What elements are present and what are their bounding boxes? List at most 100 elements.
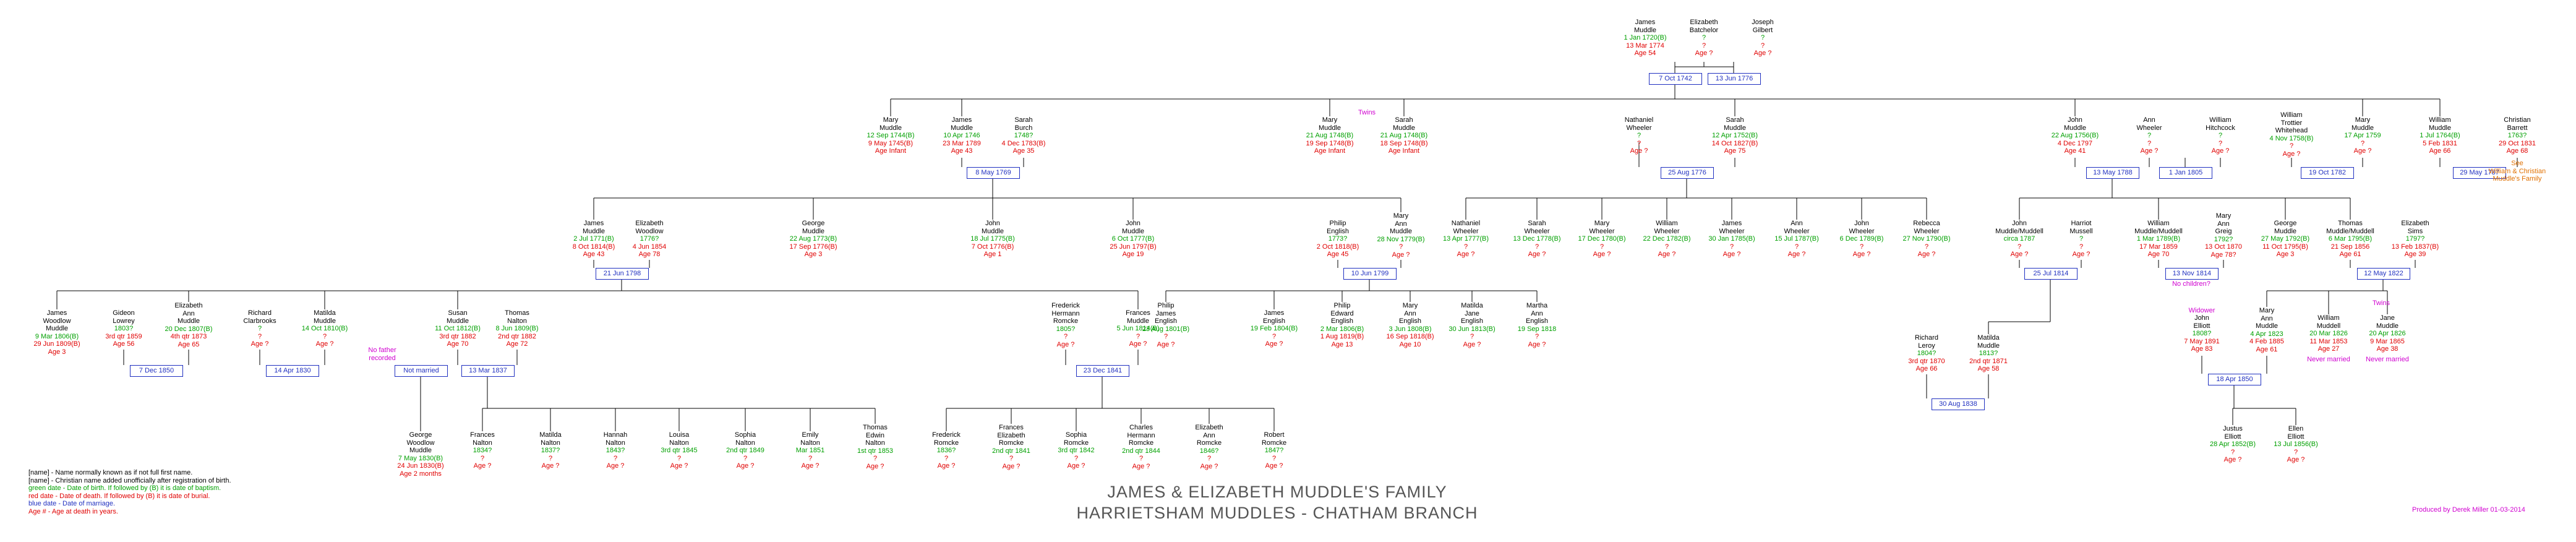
person-name: Sarah Muddle [1392, 116, 1416, 132]
death-date: 13 Feb 1837(B) [2391, 243, 2439, 251]
age-at-death: Age 43 [583, 251, 605, 258]
person-g0c: Joseph Gilbert??Age ? [1737, 19, 1789, 58]
birth-date: 28 Apr 1852(B) [2210, 441, 2256, 448]
death-date: ? [873, 455, 878, 462]
person-name: Mary Muddle [879, 116, 902, 132]
age-at-death: Age 61 [2256, 345, 2278, 353]
age-at-death: Age 66 [2429, 147, 2451, 155]
person-name: James Muddle [1633, 19, 1657, 34]
legend-item: green date - Date of birth. If followed … [28, 484, 221, 492]
age-at-death: Age ? [2140, 147, 2159, 155]
birth-date: ? [2218, 132, 2223, 139]
death-date: 4 Feb 1885 [2249, 338, 2284, 345]
person-name: John Muddle [1121, 220, 1145, 235]
birth-date: 5 Jun 1814(B) [1116, 325, 1160, 332]
death-date: ? [2079, 243, 2084, 251]
death-date: ? [1139, 455, 1144, 462]
death-date: ? [1924, 243, 1929, 251]
birth-date: 2nd qtr 1849 [726, 447, 764, 454]
age-at-death: Age 56 [113, 340, 135, 348]
note-n4: Twins [2372, 299, 2390, 307]
person-name: Sarah Wheeler [1524, 220, 1550, 235]
marriage-box-m2: 13 Jun 1776 [1708, 73, 1761, 85]
age-at-death: Age 75 [1724, 147, 1746, 155]
person-name: Frances Muddle [1126, 309, 1150, 325]
age-at-death: Age ? [1056, 340, 1075, 348]
death-date: ? [1534, 243, 1539, 251]
age-at-death: Age 39 [2404, 251, 2426, 258]
birth-date: 19 Sep 1818 [1517, 325, 1557, 333]
death-date: ? [613, 454, 618, 462]
birth-date: ? [2147, 132, 2152, 139]
death-date: ? [1074, 454, 1079, 462]
death-date: 4 Dec 1797 [2057, 139, 2093, 147]
birth-date: 2 Jul 1771(B) [573, 235, 614, 243]
person-name: William Wheeler [1654, 220, 1680, 235]
death-date: ? [1794, 243, 1799, 251]
death-date: 2nd qtr 1871 [1969, 357, 2008, 365]
birth-date: ? [1760, 34, 1765, 41]
age-at-death: Age ? [670, 462, 688, 470]
age-at-death: Age ? [1528, 251, 1546, 258]
birth-date: 3rd qtr 1845 [661, 447, 698, 454]
person-name: Emily Nalton [800, 431, 820, 447]
age-at-death: Age 10 [1399, 340, 1421, 348]
death-date: ? [2218, 139, 2223, 147]
age-at-death: Age 43 [951, 147, 973, 155]
death-date: 4th qtr 1873 [170, 333, 207, 340]
death-date: 17 Sep 1776(B) [789, 243, 837, 251]
person-name: Louisa Nalton [669, 431, 690, 447]
page-title: JAMES & ELIZABETH MUDDLE'S FAMILY HARRIET… [922, 481, 1633, 523]
age-at-death: Age ? [1132, 462, 1150, 470]
age-at-death: Age ? [2072, 251, 2090, 258]
death-date: ? [1729, 243, 1734, 251]
person-name: Thomas Nalton [505, 309, 529, 325]
marriage-box-m11: 25 Jul 1814 [2024, 268, 2077, 280]
birth-date: 3rd qtr 1842 [1058, 447, 1095, 454]
person-name: Gideon Lowrey [113, 309, 135, 325]
title-line: JAMES & ELIZABETH MUDDLE'S FAMILY [1107, 483, 1447, 501]
person-name: George Woodlow Muddle [406, 431, 435, 454]
birth-date: 4 Apr 1823 [2250, 330, 2283, 338]
person-name: Harriot Mussell [2069, 220, 2093, 235]
death-date: ? [1163, 333, 1168, 340]
birth-date: 1792? [2214, 235, 2233, 243]
death-date: 21 Sep 1856 [2330, 243, 2370, 251]
person-name: Richard Clarbrooks [243, 309, 276, 325]
person-name: Mary Ann Muddle [1389, 212, 1413, 235]
person-name: Hannah Nalton [603, 431, 628, 447]
birth-date: 1773? [1328, 235, 1348, 243]
person-name: William Trottier Whitehead [2275, 111, 2308, 134]
birth-date: 15 Jul 1787(B) [1774, 235, 1819, 243]
birth-date: 1804? [1917, 350, 1936, 357]
person-name: Matilda Muddle [1977, 334, 2000, 350]
birth-date: 2nd qtr 1841 [992, 447, 1030, 455]
person-name: Joseph Gilbert [1752, 19, 1774, 34]
birth-date: 1748? [1014, 132, 1033, 139]
age-at-death: Age ? [1722, 251, 1741, 258]
person-name: Elizabeth Woodlow [635, 220, 664, 235]
title-line: HARRIETSHAM MUDDLES - CHATHAM BRANCH [1076, 504, 1478, 522]
birth-date: 19 Feb 1804(B) [1250, 325, 1298, 332]
birth-date: 20 Apr 1826 [2369, 330, 2406, 337]
birth-date: 1837? [541, 447, 560, 454]
age-at-death: Age 61 [2339, 251, 2361, 258]
age-at-death: Age ? [606, 462, 625, 470]
age-at-death: Age ? [866, 462, 884, 470]
